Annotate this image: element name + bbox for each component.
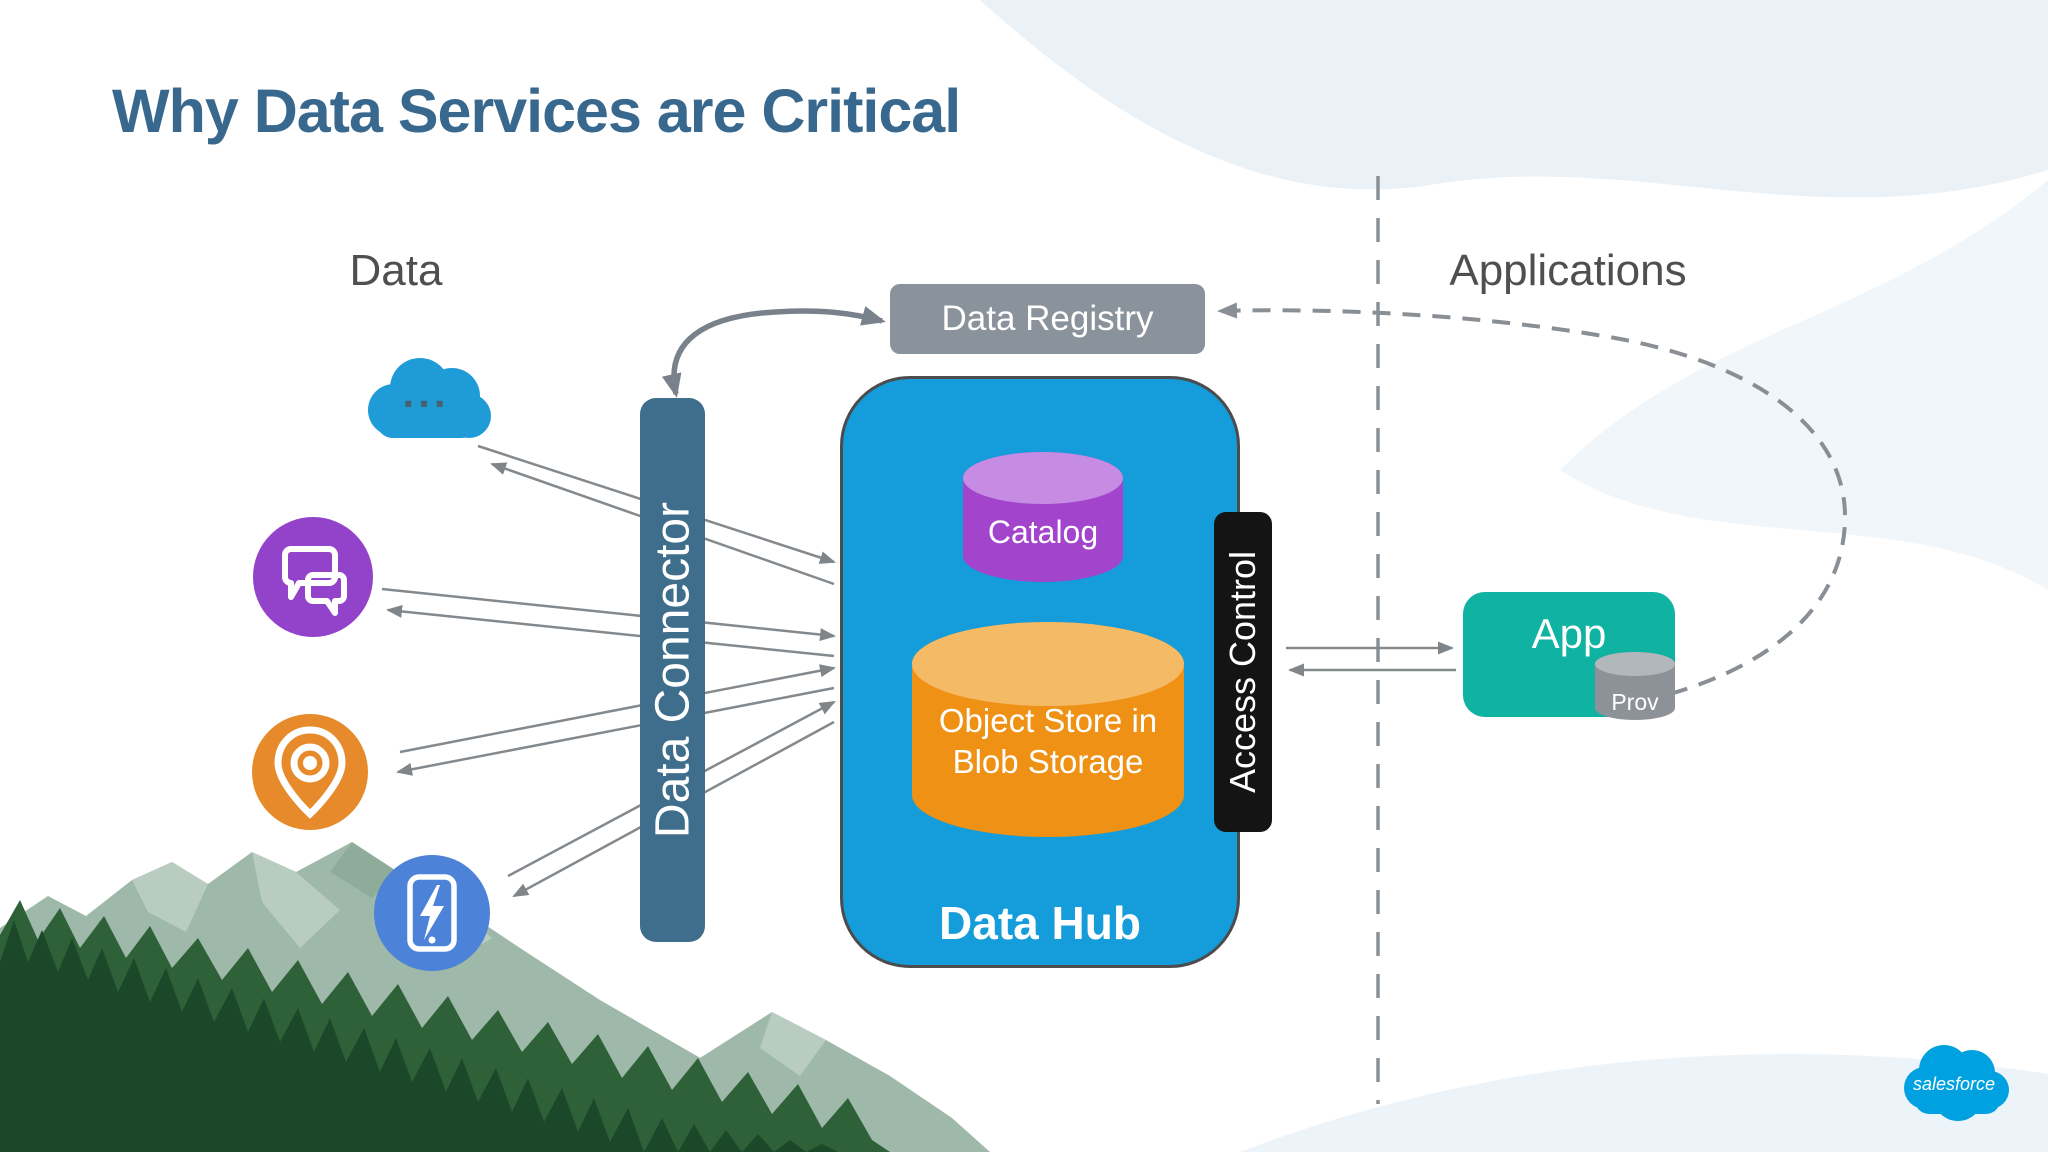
chat-bubbles-icon: [253, 517, 373, 637]
slide-title: Why Data Services are Critical: [112, 77, 961, 145]
swoosh-bottom: [1240, 1054, 2048, 1152]
section-label-data: Data: [349, 246, 443, 295]
swoosh-mid: [1560, 180, 2048, 590]
salesforce-logo-text: salesforce: [1912, 1074, 1996, 1094]
swoosh-top: [980, 0, 2048, 198]
catalog-cylinder: Catalog: [963, 452, 1123, 582]
object-store-label-line2: Blob Storage: [952, 743, 1144, 781]
object-store-cylinder: Object Store in Blob Storage: [912, 622, 1184, 837]
app-label: App: [1531, 610, 1607, 657]
prov-label: Prov: [1611, 689, 1659, 715]
mobile-lightning-icon: [374, 855, 490, 971]
mountain-illustration: [0, 842, 990, 1152]
catalog-label: Catalog: [987, 514, 1099, 550]
connector-to-registry-arrow: [661, 306, 886, 398]
cloud-source-dots: ...: [402, 369, 450, 416]
data-registry-label: Data Registry: [941, 299, 1154, 338]
access-app-arrows: [1286, 641, 1456, 677]
data-connector-label: Data Connector: [646, 501, 699, 839]
app-to-registry-dashed-arrow: [1217, 302, 1848, 696]
object-store-label-line1: Object Store in: [938, 702, 1158, 739]
prov-cylinder: Prov: [1595, 652, 1675, 720]
source-hub-arrows: [381, 444, 836, 898]
cloud-icon: [356, 348, 496, 452]
data-registry-box: Data Registry: [890, 284, 1205, 354]
section-label-applications: Applications: [1449, 246, 1687, 295]
access-control-bar: Access Control: [1214, 512, 1272, 832]
access-control-label: Access Control: [1222, 550, 1263, 794]
salesforce-cloud-logo: salesforce: [1898, 1040, 2010, 1130]
location-pin-icon: [252, 714, 368, 830]
data-hub-label: Data Hub: [939, 897, 1141, 949]
data-connector-bar: Data Connector: [640, 398, 705, 942]
